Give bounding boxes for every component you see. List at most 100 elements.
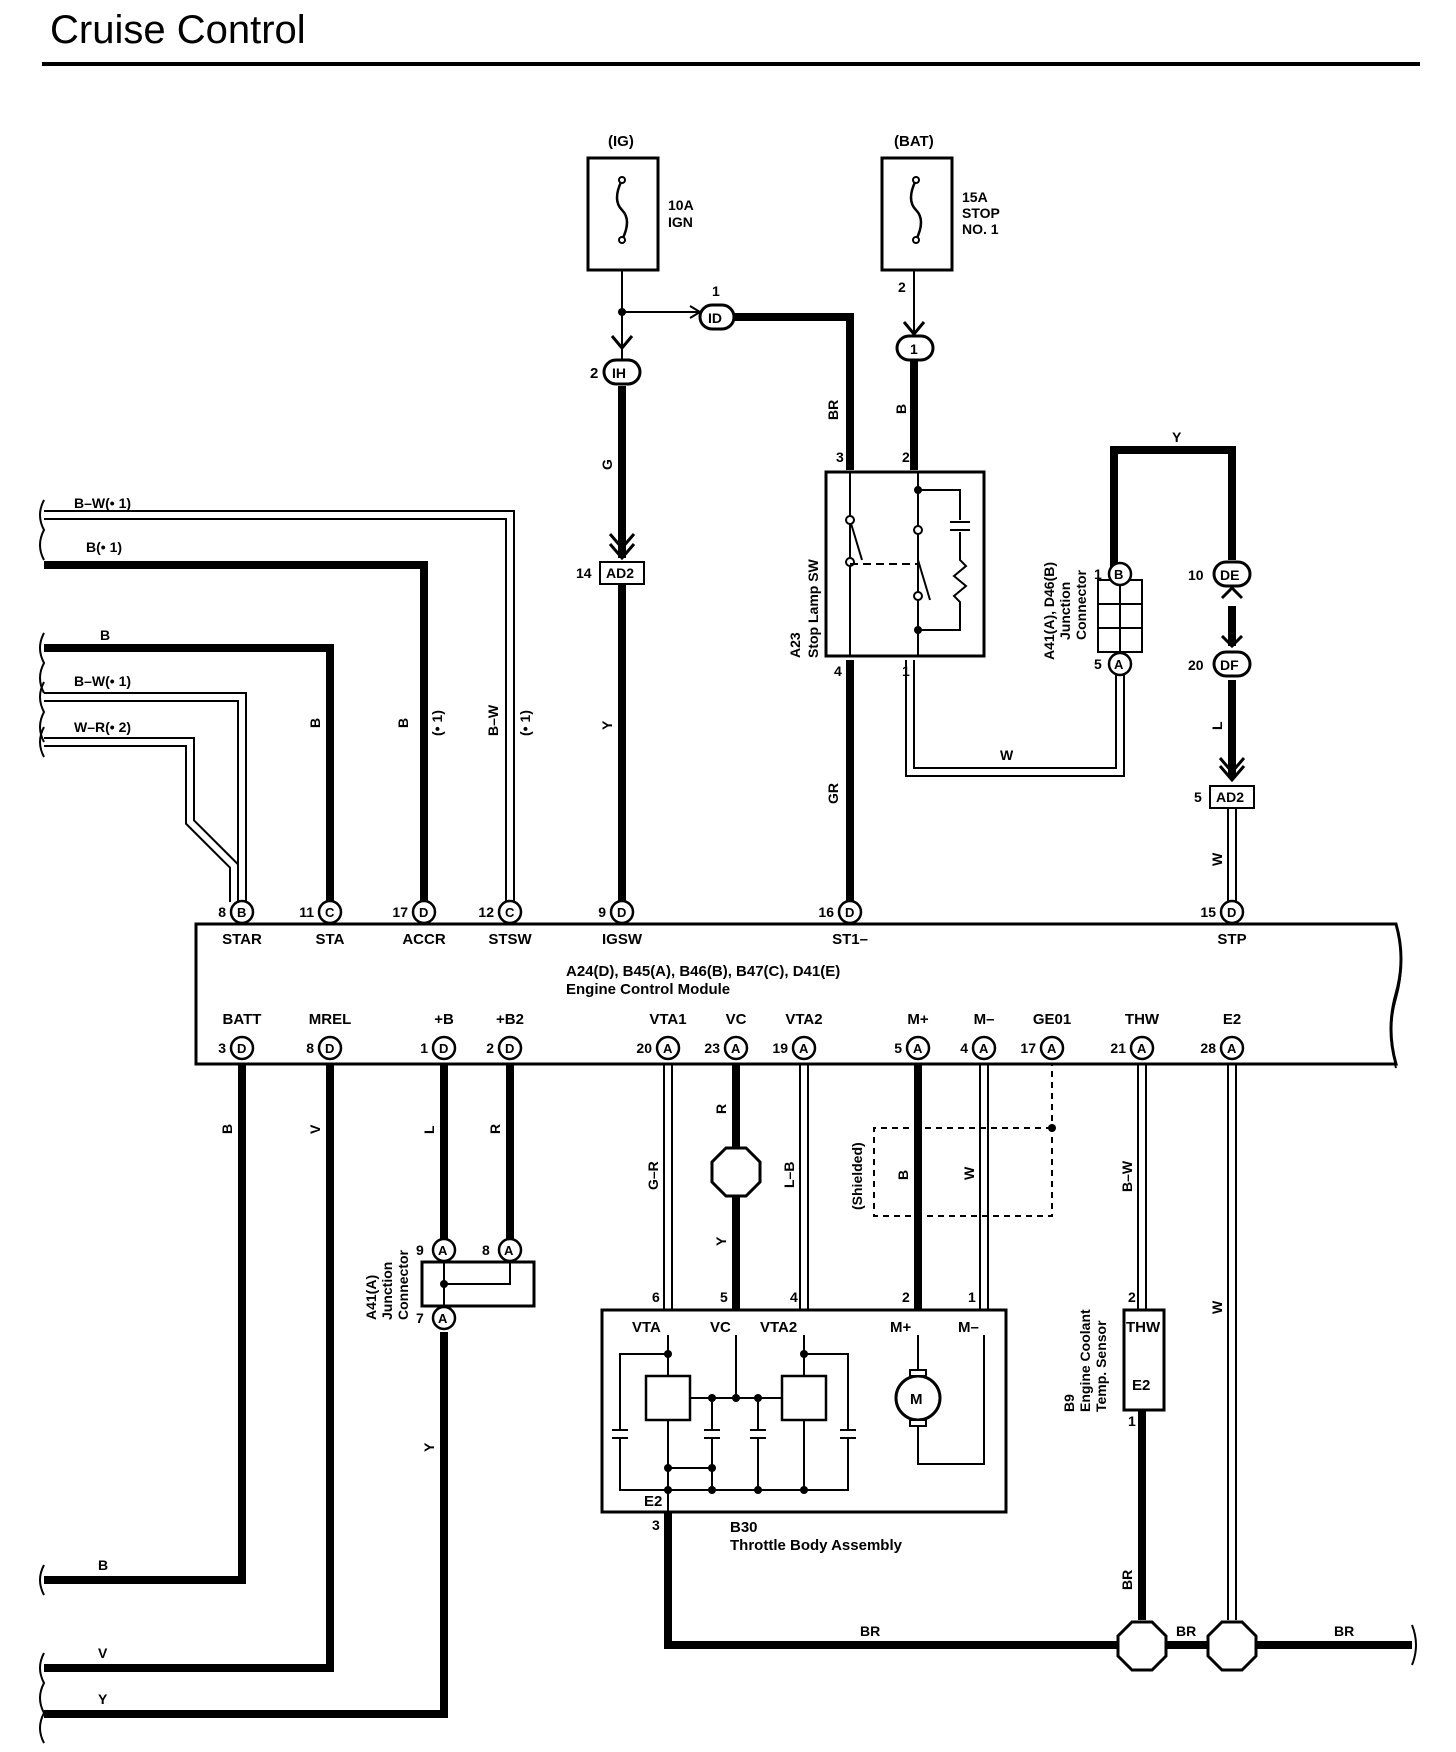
svg-text:10: 10	[1188, 567, 1204, 583]
svg-text:VC: VC	[710, 1319, 731, 1336]
splice-br-2	[1206, 1620, 1258, 1672]
svg-text:VTA: VTA	[632, 1319, 661, 1336]
wire-color-labels-top: G Y BR B GR W Y L W B B (• 1) B–W (• 1)	[307, 400, 1225, 866]
throttle-body-code: B30	[730, 1519, 758, 1536]
svg-text:B: B	[1114, 567, 1123, 582]
ecm-bottom-pin-m-: A5M+	[894, 1011, 931, 1061]
junction-connector-top-name1: Junction	[1057, 582, 1073, 640]
svg-text:1: 1	[1128, 1413, 1136, 1429]
pin-number: 1	[420, 1040, 428, 1056]
sensor-name2: Temp. Sensor	[1093, 1320, 1109, 1412]
svg-text:2: 2	[590, 365, 598, 382]
svg-text:5: 5	[1094, 656, 1102, 672]
svg-text:AD2: AD2	[606, 565, 634, 581]
svg-text:2: 2	[1128, 1289, 1136, 1305]
svg-text:IH: IH	[612, 365, 626, 381]
pin-connector-letter: A	[799, 1041, 809, 1056]
pin-name: THW	[1125, 1011, 1160, 1028]
pin-connector-letter: A	[979, 1041, 989, 1056]
ecm-top-pins: B8STARC11STAD17ACCRC12STSWD9IGSWD16ST1–D…	[218, 899, 1247, 948]
fuse-stop	[880, 156, 954, 272]
pin-number: 4	[960, 1040, 968, 1056]
svg-text:W–R(• 2): W–R(• 2)	[74, 719, 131, 735]
ecm-bottom-pin-m-: A4M–	[960, 1011, 997, 1061]
pin-name: ST1–	[832, 931, 868, 948]
svg-text:DF: DF	[1220, 657, 1239, 673]
svg-text:4: 4	[834, 663, 842, 679]
junction-connector-top: B 1 A 5	[1094, 561, 1143, 677]
pin-name: VTA1	[649, 1011, 686, 1028]
stop-lamp-switch-name: Stop Lamp SW	[805, 558, 821, 658]
throttle-body-name: Throttle Body Assembly	[730, 1537, 903, 1554]
svg-text:B: B	[100, 627, 110, 643]
label-ig: (IG)	[608, 133, 634, 150]
pin-number: 16	[818, 904, 834, 920]
svg-text:M+: M+	[890, 1319, 911, 1336]
svg-text:20: 20	[1188, 657, 1204, 673]
svg-text:Y: Y	[599, 720, 615, 730]
pin-name: STP	[1217, 931, 1246, 948]
svg-text:R: R	[487, 1124, 503, 1134]
pin-name: STSW	[488, 931, 532, 948]
svg-text:14: 14	[576, 565, 592, 581]
svg-text:3: 3	[836, 449, 844, 465]
svg-text:E2: E2	[1132, 1377, 1150, 1394]
stop-lamp-switch-code: A23	[787, 632, 803, 658]
pin-number: 8	[218, 904, 226, 920]
ecm-codes: A24(D), B45(A), B46(B), B47(C), D41(E)	[566, 963, 840, 980]
wire-color-labels-bottom: B V L R G–R R Y L–B (Shielded) B W B–W W…	[98, 1104, 1354, 1707]
pin-connector-letter: D	[505, 1041, 514, 1056]
fuse-ign	[586, 156, 660, 272]
svg-text:A: A	[438, 1243, 448, 1258]
pin-connector-letter: B	[237, 905, 246, 920]
svg-text:1: 1	[902, 663, 910, 679]
pin-connector-letter: D	[439, 1041, 448, 1056]
pin-connector-letter: D	[617, 905, 626, 920]
svg-text:GR: GR	[825, 783, 841, 804]
svg-text:B–W(• 1): B–W(• 1)	[74, 673, 131, 689]
pin-connector-letter: A	[731, 1041, 741, 1056]
svg-text:L: L	[1209, 721, 1225, 730]
svg-text:VTA2: VTA2	[760, 1319, 797, 1336]
svg-text:V: V	[307, 1124, 323, 1134]
svg-text:B–W: B–W	[1119, 1160, 1135, 1192]
junction-connector-bottom-code: A41(A)	[363, 1275, 379, 1320]
svg-text:AD2: AD2	[1216, 789, 1244, 805]
fuse-stop-number: NO. 1	[962, 221, 999, 237]
svg-text:5: 5	[720, 1289, 728, 1305]
svg-text:M–: M–	[958, 1319, 979, 1336]
svg-text:B–W: B–W	[485, 704, 501, 736]
pin-number: 19	[772, 1040, 788, 1056]
svg-text:6: 6	[652, 1289, 660, 1305]
pin-name: +B	[434, 1011, 454, 1028]
pin-number: 3	[218, 1040, 226, 1056]
harness-break-marks	[39, 499, 1417, 1744]
engine-coolant-temp-sensor: THW E2 2 1	[1122, 1289, 1166, 1429]
connector-ad2-right: AD2 5	[1194, 757, 1255, 809]
pin-number: 5	[894, 1040, 902, 1056]
svg-text:3: 3	[652, 1517, 660, 1533]
sensor-code: B9	[1061, 1394, 1077, 1412]
throttle-body-assembly: M VTA VC VTA2 M+ M– E2 6 5 4 2 1 3	[600, 1289, 1008, 1533]
connector-id: ID 1	[698, 283, 736, 331]
pin-name: GE01	[1033, 1011, 1071, 1028]
svg-text:Y: Y	[1172, 429, 1182, 445]
svg-text:B: B	[98, 1557, 108, 1573]
pin-number: 12	[478, 904, 494, 920]
svg-text:2: 2	[902, 449, 910, 465]
svg-text:M: M	[910, 1391, 923, 1408]
sensor-name1: Engine Coolant	[1077, 1309, 1093, 1412]
svg-text:B–W(• 1): B–W(• 1)	[74, 495, 131, 511]
pin-number: 8	[306, 1040, 314, 1056]
svg-text:G: G	[599, 459, 615, 470]
pin-number: 20	[636, 1040, 652, 1056]
splice-br-1	[1116, 1620, 1168, 1672]
pin-number: 21	[1110, 1040, 1126, 1056]
pin-number: 17	[392, 904, 408, 920]
